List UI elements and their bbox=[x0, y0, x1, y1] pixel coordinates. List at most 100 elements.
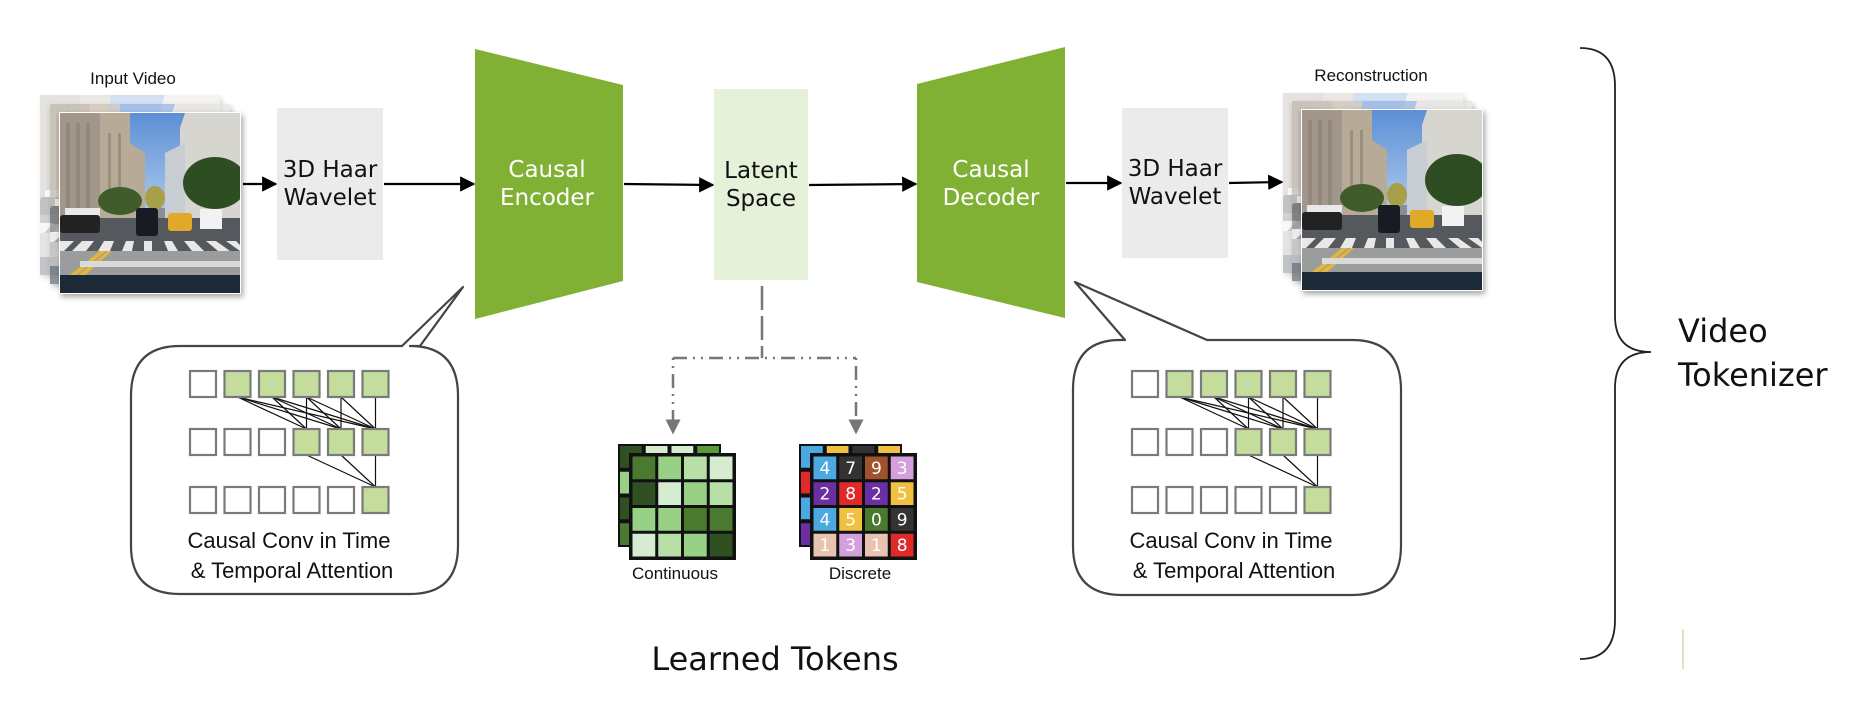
arrow-latent-to-decoder bbox=[808, 176, 918, 192]
attention-token-active bbox=[1234, 369, 1263, 399]
token-value: 5 bbox=[897, 485, 908, 505]
group-label-line2: Tokenizer bbox=[1677, 356, 1828, 394]
token-cell-fill bbox=[632, 508, 656, 531]
attention-token-active bbox=[361, 485, 390, 515]
input-video-frames bbox=[40, 95, 241, 294]
token-cell bbox=[658, 456, 681, 480]
encoder-detail-bubble: Causal Conv in Time & Temporal Attention bbox=[129, 285, 465, 596]
token-cell bbox=[632, 533, 656, 557]
attention-grid bbox=[1130, 369, 1332, 515]
arrow-wavelet-to-reconstruction bbox=[1228, 174, 1284, 190]
attention-token-active bbox=[1199, 369, 1229, 399]
token-cell: 5 bbox=[839, 508, 862, 531]
attention-edge bbox=[1179, 396, 1249, 430]
token-cell: 7 bbox=[839, 456, 862, 480]
token-cell bbox=[684, 533, 707, 557]
token-cell-fill bbox=[839, 482, 862, 505]
token-cell-fill bbox=[865, 508, 888, 531]
learned-tokens-label: Learned Tokens bbox=[651, 640, 898, 678]
token-value: 0 bbox=[871, 510, 882, 530]
token-cell: 9 bbox=[865, 456, 888, 480]
attention-token-inactive bbox=[326, 485, 356, 515]
token-cell-back bbox=[801, 446, 812, 468]
token-cell: 3 bbox=[890, 456, 914, 480]
token-cell-fill bbox=[839, 533, 862, 557]
token-cell-fill bbox=[813, 482, 837, 505]
attention-token-inactive bbox=[257, 427, 287, 457]
attention-token-active bbox=[326, 369, 356, 399]
token-cell bbox=[709, 456, 733, 480]
attention-edge bbox=[271, 396, 307, 430]
token-cell-fill bbox=[865, 482, 888, 505]
attention-token-active bbox=[257, 369, 287, 399]
token-cell bbox=[632, 508, 656, 531]
latent-label-line1: Latent bbox=[724, 158, 798, 184]
token-cell bbox=[658, 533, 681, 557]
attention-token-active bbox=[292, 369, 321, 399]
token-value: 4 bbox=[819, 510, 830, 530]
attention-edge bbox=[306, 454, 376, 488]
reconstruction-frames bbox=[1283, 93, 1483, 291]
token-cell: 0 bbox=[865, 508, 888, 531]
token-cell-fill bbox=[658, 482, 681, 505]
attention-token-inactive bbox=[1165, 427, 1194, 457]
token-cell-fill bbox=[632, 456, 656, 480]
token-cell bbox=[632, 482, 656, 505]
token-cell-fill bbox=[813, 456, 837, 480]
token-cell bbox=[709, 482, 733, 505]
token-cell bbox=[658, 482, 681, 505]
token-cell: 4 bbox=[813, 456, 837, 480]
wavelet-in-box bbox=[277, 108, 383, 260]
attention-token-active bbox=[1165, 369, 1194, 399]
encoder-trapezoid bbox=[475, 49, 623, 319]
token-value: 5 bbox=[845, 510, 856, 530]
token-cell-fill bbox=[890, 533, 914, 557]
token-cell-fill bbox=[684, 508, 707, 531]
attention-token-active bbox=[1303, 369, 1332, 399]
attention-edge bbox=[1248, 396, 1284, 430]
token-value: 8 bbox=[897, 536, 908, 556]
attention-token-inactive bbox=[188, 427, 218, 457]
attention-edges bbox=[1179, 396, 1319, 488]
token-value: 3 bbox=[845, 536, 856, 556]
input-video-label: Input Video bbox=[90, 69, 176, 88]
attention-token-inactive bbox=[188, 485, 218, 515]
attention-token-inactive bbox=[1268, 485, 1298, 515]
token-value: 3 bbox=[897, 459, 908, 479]
token-cell-fill bbox=[709, 456, 733, 480]
token-cell: 1 bbox=[813, 533, 837, 557]
token-cell: 2 bbox=[865, 482, 888, 505]
token-value: 9 bbox=[897, 510, 908, 530]
attention-token-active bbox=[1268, 369, 1298, 399]
video-tokenizer-brace bbox=[1579, 47, 1652, 660]
token-cell bbox=[658, 508, 681, 531]
token-cell: 8 bbox=[890, 533, 914, 557]
token-cell-back bbox=[620, 471, 631, 494]
attention-token-inactive bbox=[1165, 485, 1194, 515]
token-cell-fill bbox=[658, 533, 681, 557]
token-value: 7 bbox=[845, 459, 856, 479]
token-cell-fill bbox=[865, 533, 888, 557]
wavelet-out-box bbox=[1122, 108, 1228, 258]
token-cell-fill bbox=[684, 533, 707, 557]
wavelet-out-label-line1: 3D Haar bbox=[1128, 156, 1223, 182]
wavelet-in-label-line1: 3D Haar bbox=[283, 157, 378, 183]
attention-token-active bbox=[326, 427, 356, 457]
token-cell-fill bbox=[632, 482, 656, 505]
token-cell-fill bbox=[709, 508, 733, 531]
token-cell: 9 bbox=[890, 508, 914, 531]
attention-token-inactive bbox=[1130, 369, 1160, 399]
attention-token-active bbox=[292, 427, 321, 457]
reconstruction-label: Reconstruction bbox=[1314, 66, 1427, 85]
continuous-token-grid bbox=[618, 444, 736, 560]
token-value: 1 bbox=[871, 536, 882, 556]
token-cell: 4 bbox=[813, 508, 837, 531]
decoder-label-line2: Decoder bbox=[943, 185, 1040, 211]
token-value: 4 bbox=[819, 459, 830, 479]
bubble-caption-line1: Causal Conv in Time bbox=[188, 528, 391, 553]
token-cell-fill bbox=[709, 482, 733, 505]
attention-edge bbox=[340, 396, 376, 430]
token-cell bbox=[684, 508, 707, 531]
